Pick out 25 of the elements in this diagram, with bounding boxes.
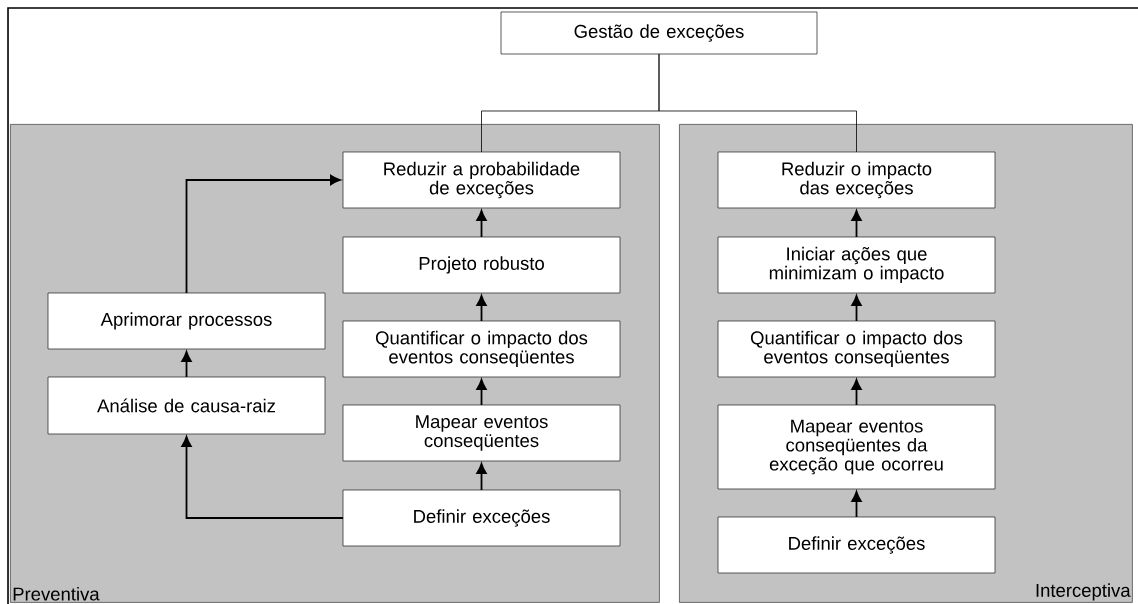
- arrow: [851, 295, 862, 322]
- arrow: [476, 295, 487, 322]
- arrow: [851, 379, 862, 406]
- process-box: Mapear eventos conseqüentes: [342, 404, 621, 462]
- connector-line: [658, 53, 857, 153]
- arrow: [851, 491, 862, 518]
- process-box: Projeto robusto: [342, 236, 621, 294]
- process-box: Aprimorar processos: [47, 292, 326, 350]
- process-box: Reduzir o impacto das exceções: [717, 151, 996, 209]
- process-box: Gestão de exceções: [500, 11, 818, 55]
- process-box: Reduzir a probabilidade de exceções: [342, 151, 621, 209]
- process-box: Quantificar o impacto dos eventos conseqüentes: [717, 320, 996, 378]
- arrow: [851, 210, 862, 238]
- process-box: Mapear eventos conseqüentes da exceção que ocorreu: [717, 404, 996, 490]
- process-box: Definir exceções: [717, 516, 996, 574]
- process-box: Definir exceções: [342, 489, 621, 547]
- arrow: [181, 351, 192, 378]
- arrow: [476, 379, 487, 406]
- process-box: Análise de causa-raiz: [47, 376, 326, 435]
- arrow: [476, 463, 487, 491]
- arrow: [185, 174, 341, 294]
- arrow: [181, 436, 344, 519]
- process-box: Quantificar o impacto dos eventos conseqüentes: [342, 320, 621, 378]
- arrow: [476, 210, 487, 238]
- process-box: Iniciar ações que minimizam o impacto: [717, 236, 996, 294]
